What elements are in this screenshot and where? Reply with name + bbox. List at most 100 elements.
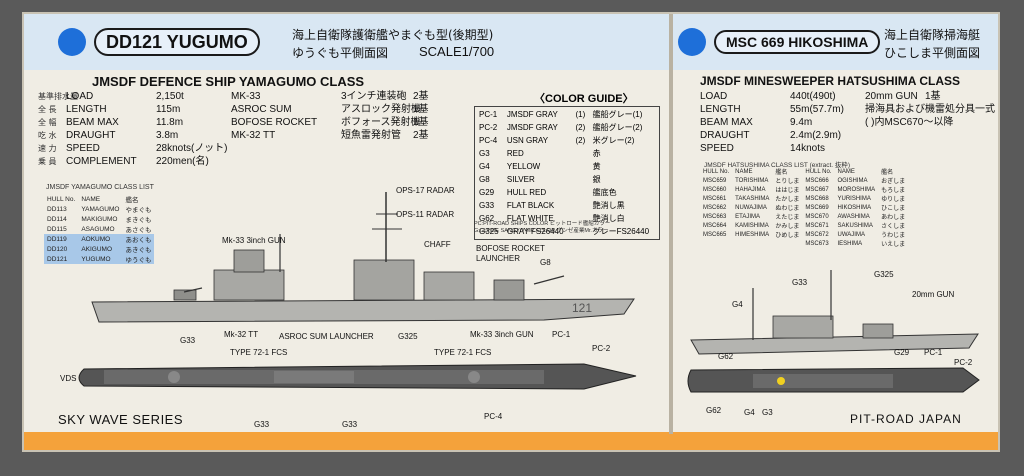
table-cell: さくしま xyxy=(881,224,906,230)
color-guide-cell: (2) xyxy=(575,123,586,132)
color-guide-cell: PC-2 xyxy=(479,123,498,132)
table-cell xyxy=(732,239,772,248)
spec-jp: 速 力 xyxy=(38,144,57,153)
table-cell: MSC670 xyxy=(805,213,829,220)
spec-n: 1基 xyxy=(413,104,429,115)
label-g29: G29 xyxy=(894,348,910,357)
spec-jp: 全 幅 xyxy=(38,118,57,127)
yugumo-drawings: 121 xyxy=(78,192,637,390)
spec-k: BEAM MAX xyxy=(700,117,753,128)
yamagumo-class-title: JMSDF DEFENCE SHIP YAMAGUMO CLASS xyxy=(92,74,365,89)
table-cell: YAMAGUMO xyxy=(81,205,120,213)
label-fcs-2: TYPE 72-1 FCS xyxy=(434,348,492,357)
spec-v: 14knots xyxy=(790,143,826,154)
color-guide-cell: USN GRAY xyxy=(506,136,549,145)
color-guide-title: 〈COLOR GUIDE〉 xyxy=(534,93,634,105)
table-cell: UWAJIMA xyxy=(837,231,865,238)
spec-v2: アスロック発射機 xyxy=(341,104,421,115)
yugumo-subtitle-jp-2: ゆうぐも平側面図 xyxy=(292,46,389,60)
label-g325-r: G325 xyxy=(874,270,894,279)
color-guide-cell: G33 xyxy=(479,201,495,210)
table-cell: TORISHIMA xyxy=(735,177,769,184)
spec-k2: MK-32 TT xyxy=(231,130,276,141)
label-g33-b: G33 xyxy=(254,420,270,429)
blue-dot-icon xyxy=(58,28,86,56)
label-mk32: Mk-32 TT xyxy=(224,330,259,339)
color-guide-cell: 艦船グレー(2) xyxy=(592,123,643,132)
bottom-orange-band xyxy=(24,432,998,450)
table-cell: DD121 xyxy=(44,254,79,264)
table-cell: いえしま xyxy=(881,242,906,248)
color-guide-cell: YELLOW xyxy=(506,162,541,171)
spec-jp: 全 長 xyxy=(38,105,57,114)
hikoshima-drawings xyxy=(687,270,980,393)
yugumo-subtitle-jp: 海上自衛隊護衛艦やまぐも型(後期型) xyxy=(292,28,494,42)
scale-label: SCALE1/700 xyxy=(419,44,495,59)
table-cell: あおくも xyxy=(122,234,155,244)
color-guide-cell: 赤 xyxy=(592,149,601,158)
spec-k: DRAUGHT xyxy=(66,130,116,141)
label-pc1-r: PC-1 xyxy=(924,348,943,357)
label-pc2: PC-2 xyxy=(592,344,611,353)
spec-v2: 短魚雷発射管 xyxy=(341,130,401,141)
table-cell: DD113 xyxy=(47,205,67,213)
table-row: MSC673 IESHIMA いえしま xyxy=(700,239,908,249)
spec-jp: 乗 員 xyxy=(38,157,57,166)
table-cell: ASAGUMO xyxy=(81,225,115,233)
table-cell: うわじま xyxy=(881,233,906,239)
color-guide-cell: PC-4 xyxy=(479,136,498,145)
color-guide-cell: GRAY FS26440 xyxy=(506,227,564,236)
table-cell: とりしま xyxy=(775,179,800,185)
table-cell: MSC667 xyxy=(805,186,829,193)
table-cell: たかしま xyxy=(775,197,800,203)
color-guide-cell: 艦底色 xyxy=(592,188,617,197)
sky-wave-series: SKY WAVE SERIES xyxy=(58,412,184,427)
table-cell: ひめしま xyxy=(775,233,800,239)
label-g62: G62 xyxy=(718,352,734,361)
label-pc2-r: PC-2 xyxy=(954,358,973,367)
table-cell: IESHIMA xyxy=(837,240,863,247)
table-cell: SAKUSHIMA xyxy=(837,222,873,229)
spec-v: 9.4m xyxy=(790,117,813,128)
label-ops17: OPS-17 RADAR xyxy=(396,186,455,195)
list-header: NAME xyxy=(837,168,855,175)
table-cell: MSC673 xyxy=(805,240,829,247)
color-guide-cell: (2) xyxy=(575,136,586,145)
color-guide-cell: G29 xyxy=(479,188,495,197)
color-guide-cell: 艶消し白 xyxy=(592,214,625,223)
color-guide-cell: G8 xyxy=(479,175,490,184)
panel-divider xyxy=(669,14,673,434)
spec-k2: 掃海具および機雷処分具一式 xyxy=(865,104,995,115)
yugumo-badge: DD121 YUGUMO xyxy=(94,28,260,56)
table-cell: MSC665 xyxy=(703,231,727,238)
list-header: HULL No. xyxy=(703,168,730,175)
spec-v: 115m xyxy=(156,104,181,115)
spec-v2 xyxy=(925,103,945,116)
table-cell: HAHAJIMA xyxy=(735,186,766,193)
table-cell: ゆうぐも xyxy=(122,254,155,264)
label-chaff: CHAFF xyxy=(424,240,451,249)
spec-k2: BOFOSE ROCKET xyxy=(231,117,318,128)
spec-k: BEAM MAX xyxy=(66,117,119,128)
label-pc1: PC-1 xyxy=(552,330,571,339)
label-mk33-b: Mk-33 3inch GUN xyxy=(470,330,534,339)
hikoshima-subtitle-jp-2: ひこしま平側面図 xyxy=(884,46,981,60)
table-cell: ぬわじま xyxy=(775,206,800,212)
yugumo-side-view xyxy=(91,192,635,323)
table-cell: あさぐも xyxy=(125,227,152,234)
